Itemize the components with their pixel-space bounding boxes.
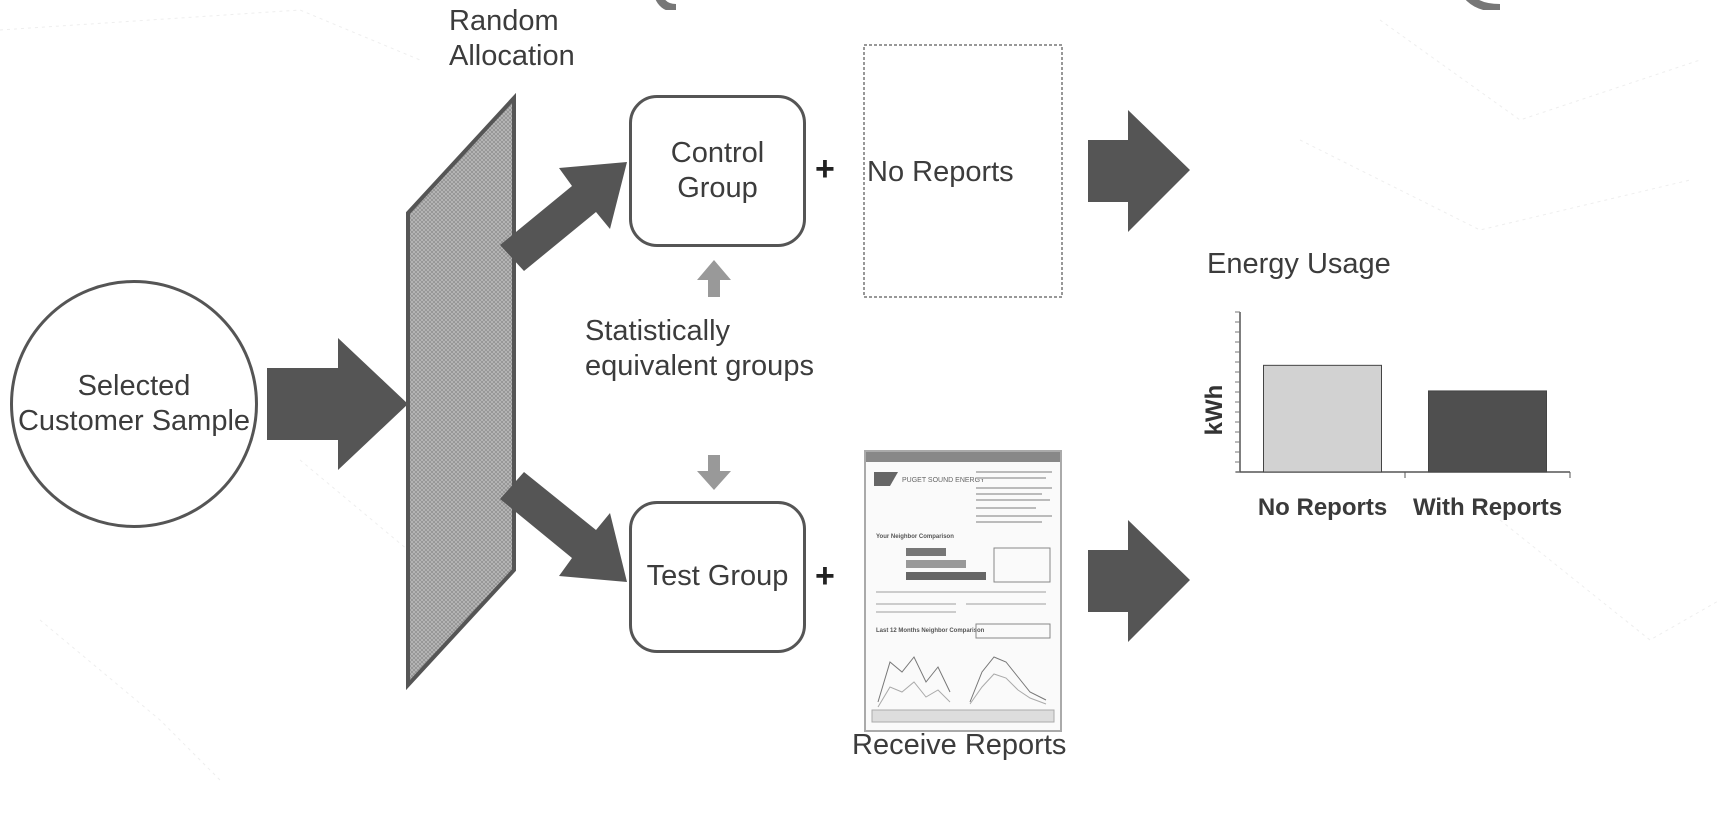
test-plus: + [815, 557, 835, 595]
report-brand-text: PUGET SOUND ENERGY [902, 477, 985, 484]
title-fragment-glyphs [655, 0, 1501, 10]
energy-usage-chart: kWh [1201, 311, 1571, 478]
chart-y-label: kWh [1201, 385, 1228, 436]
test-to-energy-arrow [1088, 520, 1190, 642]
chart-category-label: No Reports [1257, 494, 1388, 521]
control-plus: + [815, 150, 835, 188]
control-group-box: Control Group [629, 95, 806, 247]
report-section1-text: Your Neighbor Comparison [876, 534, 954, 540]
test-group-box: Test Group [629, 501, 806, 653]
chart-category-label: With Reports [1412, 494, 1563, 521]
to-control-arrow [500, 162, 627, 271]
no-reports-box [863, 44, 1063, 298]
no-reports-label: No Reports [867, 156, 1014, 188]
report-thumbnail-graphic: PUGET SOUND ENERGY Your Neighbor Compari… [866, 452, 1060, 723]
report-section2-text: Last 12 Months Neighbor Comparison [876, 628, 985, 634]
to-test-arrow [500, 472, 627, 582]
sample-to-allocation-arrow [267, 338, 408, 470]
control-group-label: Control Group [670, 136, 765, 204]
chart-bar [1263, 364, 1382, 473]
report-thumbnail: PUGET SOUND ENERGY Your Neighbor Compari… [864, 450, 1062, 732]
customer-sample-label: Selected Customer Sample [17, 369, 251, 437]
up-arrow-small [697, 260, 731, 297]
down-arrow-small [697, 455, 731, 490]
statistically-equivalent-label: Statistically equivalent groups [585, 315, 814, 383]
random-allocation-label: Random Allocation [449, 5, 575, 73]
chart-bar [1428, 390, 1547, 473]
customer-sample-circle: Selected Customer Sample [10, 280, 258, 528]
control-to-energy-arrow [1088, 110, 1190, 232]
chart-bars [1263, 364, 1547, 473]
random-allocation-panel [406, 92, 516, 691]
receive-reports-label: Receive Reports [852, 729, 1067, 761]
energy-usage-label: Energy Usage [1207, 248, 1391, 280]
test-group-label: Test Group [646, 560, 789, 593]
title-fragment [640, 0, 1540, 10]
